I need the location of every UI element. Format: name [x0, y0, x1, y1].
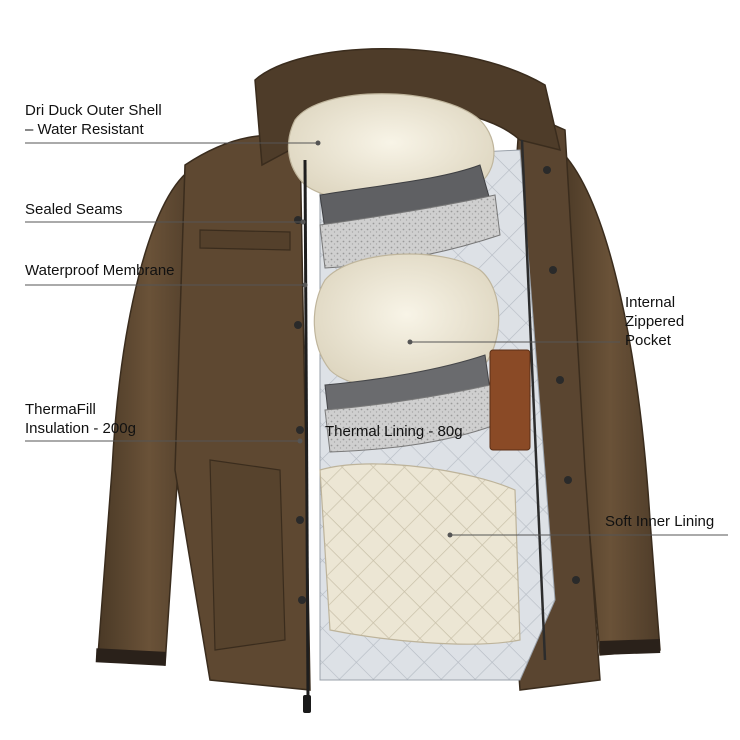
- jacket-shell: [95, 48, 661, 691]
- chest-pocket-flap: [199, 229, 291, 251]
- left-cuff: [95, 648, 167, 666]
- label-thermal-lining: Thermal Lining - 80g: [325, 422, 463, 441]
- label-internal-pocket: Internal Zippered Pocket: [625, 293, 684, 350]
- label-soft-inner-lining-text: Soft Inner Lining: [605, 513, 715, 530]
- label-internal-pocket-line1: Internal: [625, 294, 676, 311]
- zipper-pull-icon: [303, 695, 311, 713]
- label-insulation-line2: Insulation - 200g: [25, 420, 136, 437]
- label-insulation: ThermaFill Insulation - 200g: [25, 400, 136, 438]
- left-sleeve: [97, 168, 201, 666]
- label-internal-pocket-line3: Pocket: [625, 332, 671, 349]
- right-sleeve: [559, 148, 661, 656]
- lower-pocket: [209, 459, 286, 651]
- internal-pocket-patch: [489, 349, 531, 451]
- quilted-lining-panel: [319, 463, 521, 645]
- label-internal-pocket-line2: Zippered: [625, 313, 685, 330]
- zipper-icon: [303, 159, 310, 701]
- label-soft-inner-lining: Soft Inner Lining: [605, 512, 714, 531]
- zipper-track-right: [520, 139, 547, 661]
- leader-lines: [25, 142, 728, 536]
- leader-dots: [297, 140, 453, 538]
- label-thermal-lining-text: Thermal Lining - 80g: [325, 423, 463, 440]
- layer-cutaway: [287, 93, 556, 681]
- label-waterproof-membrane-text: Waterproof Membrane: [25, 262, 175, 279]
- right-cuff: [599, 638, 661, 656]
- label-insulation-line1: ThermaFill: [25, 401, 96, 418]
- label-outer-shell-line1: Dri Duck Outer Shell: [25, 102, 162, 119]
- label-sealed-seams-text: Sealed Seams: [25, 201, 123, 218]
- label-outer-shell: Dri Duck Outer Shell – Water Resistant: [25, 101, 162, 139]
- label-sealed-seams: Sealed Seams: [25, 200, 123, 219]
- label-waterproof-membrane: Waterproof Membrane: [25, 261, 175, 280]
- label-outer-shell-line2: – Water Resistant: [25, 121, 144, 138]
